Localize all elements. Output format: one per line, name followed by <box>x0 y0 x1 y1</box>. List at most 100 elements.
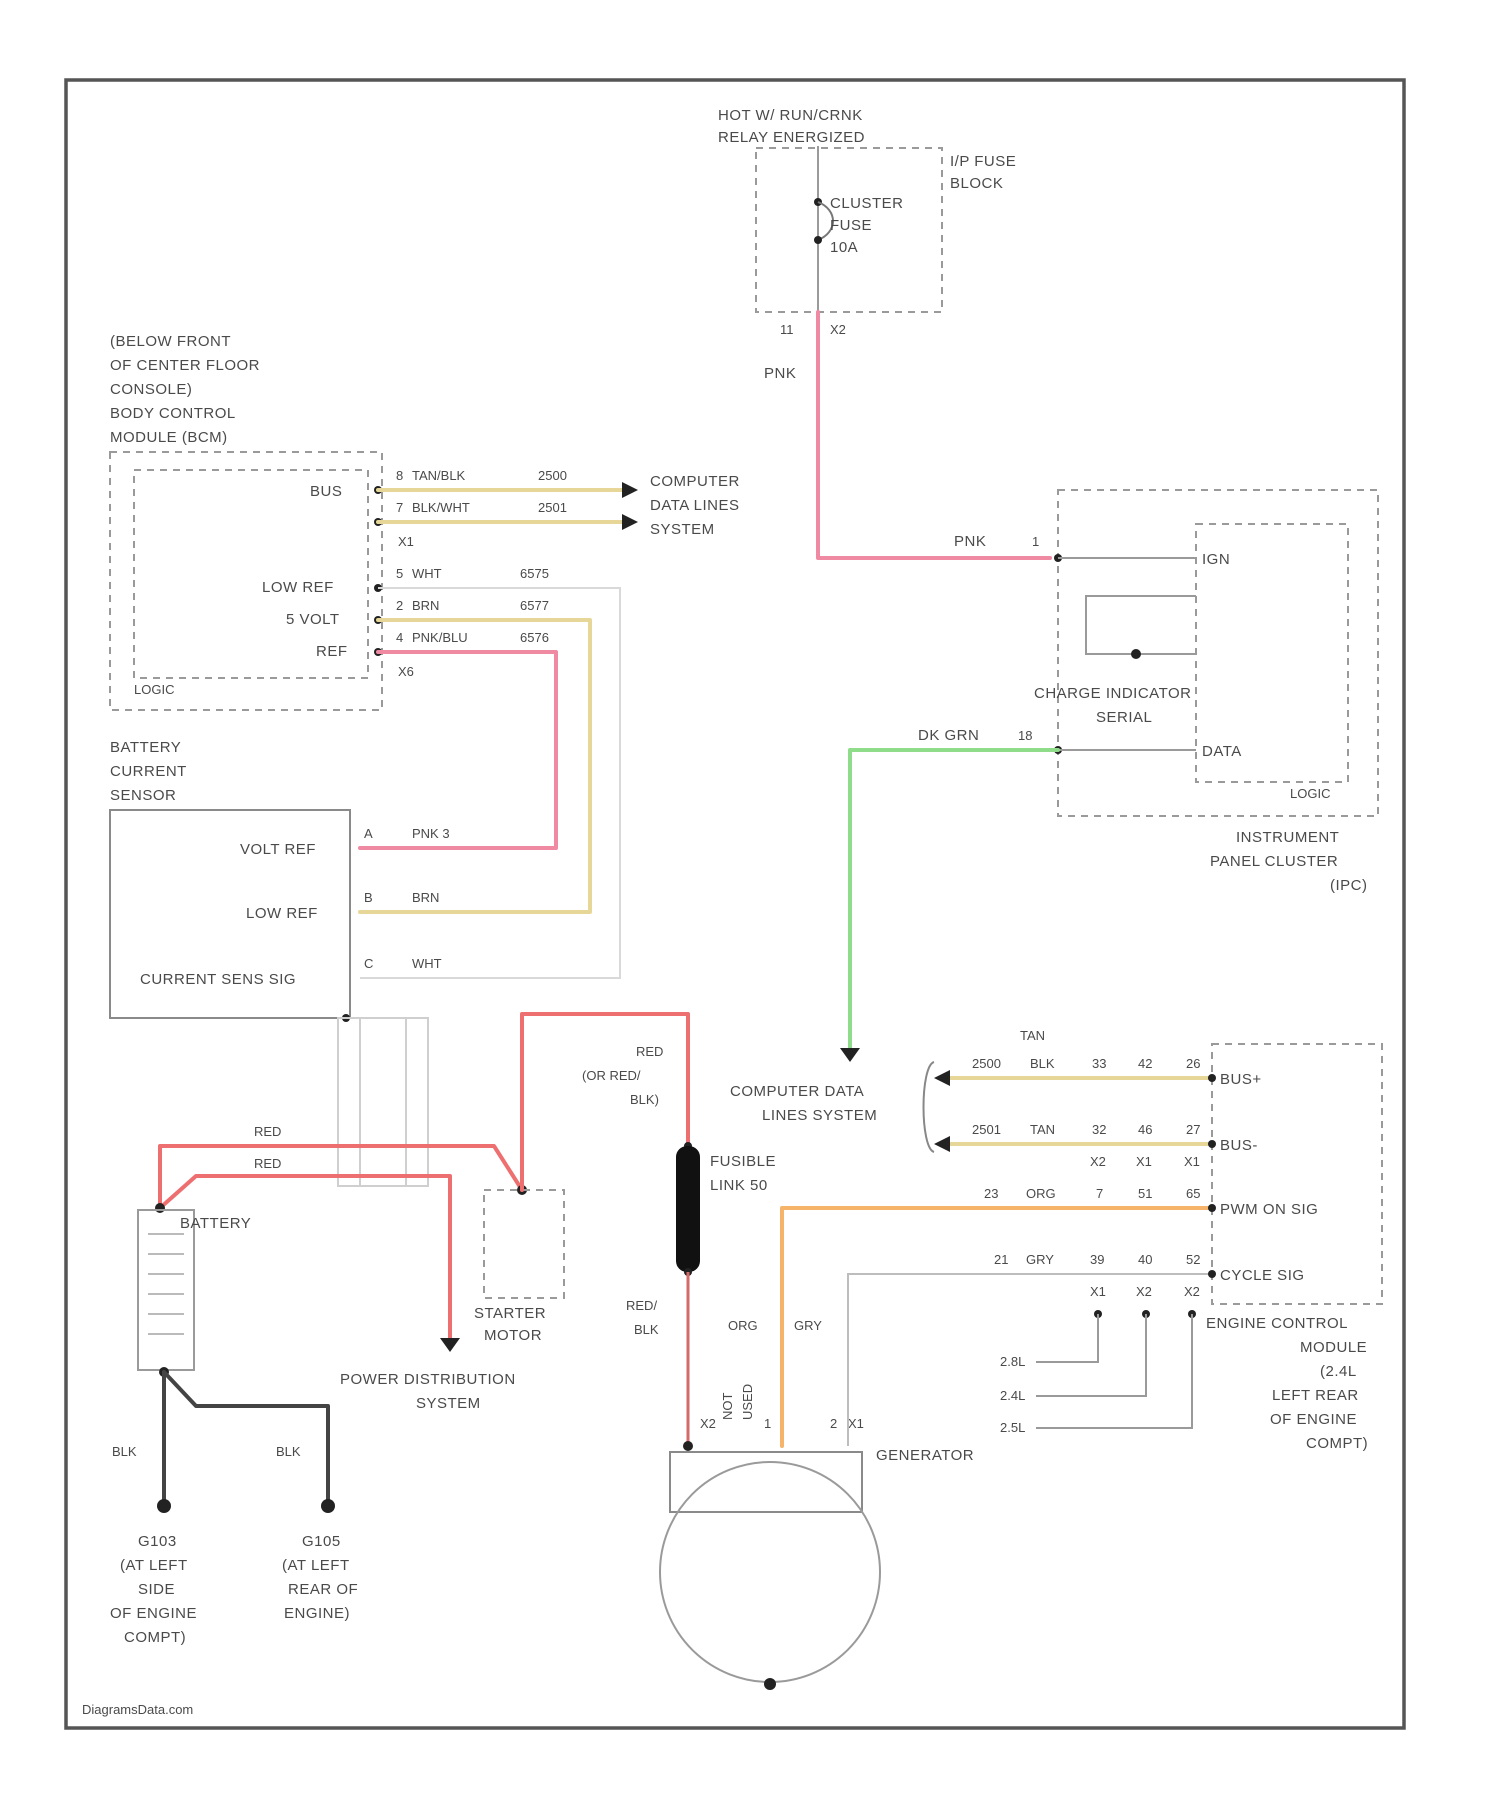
bcm-bus-label: BUS <box>310 483 342 500</box>
sensor-current-sens-label: CURRENT SENS SIG <box>140 971 296 988</box>
watermark: DiagramsData.com <box>82 1702 193 1717</box>
bcm-label-line5: MODULE (BCM) <box>110 429 228 446</box>
computer-data-label-line2: DATA LINES <box>650 497 739 514</box>
bcm-wire3-circuit: 6575 <box>520 566 549 581</box>
ecm-row1-color: BLK <box>1030 1056 1055 1071</box>
wht-sensor-wire <box>360 588 620 978</box>
bcm-wire2-color: BLK/WHT <box>412 500 470 515</box>
generator-pin-x2: X2 <box>700 1416 716 1431</box>
ecm-bus-minus-arrow <box>934 1136 950 1152</box>
ecm-row2-circuit: 2501 <box>972 1122 1001 1137</box>
ecm-row3-name: PWM ON SIG <box>1220 1201 1318 1218</box>
ground-g105-id: G105 <box>302 1533 341 1550</box>
sensor-wire-b-label: BRN <box>412 890 439 905</box>
bcm-wire3-color: WHT <box>412 566 442 581</box>
fusible-label-line2: LINK 50 <box>710 1177 768 1194</box>
ipc-pin-1: 1 <box>1032 534 1039 549</box>
ip-fuse-block-label-line1: I/P FUSE <box>950 153 1016 170</box>
generator-gry-wire-label: GRY <box>794 1318 822 1333</box>
ground-g105-icon <box>321 1499 335 1513</box>
generator-pin-x1: X1 <box>848 1416 864 1431</box>
ecm-connector-bus-plus <box>1208 1074 1216 1082</box>
ecm-connector-cycle <box>1208 1270 1216 1278</box>
fuse-terminal-bottom <box>814 236 822 244</box>
bcm-wire4-color: BRN <box>412 598 439 613</box>
generator-pin-1: 1 <box>764 1416 771 1431</box>
ground-g103-wire-label: BLK <box>112 1444 137 1459</box>
bcm-wire2-circuit: 2501 <box>538 500 567 515</box>
bcm-wire2-pin: 7 <box>396 500 403 515</box>
sensor-wire-a-label: PNK 3 <box>412 826 450 841</box>
red-wire-to-fusible-link <box>522 1014 688 1190</box>
pds-label-line2: SYSTEM <box>416 1395 481 1412</box>
bcm-wire5-color: PNK/BLU <box>412 630 468 645</box>
sensor-label-line1: BATTERY <box>110 739 181 756</box>
sensor-label-line3: SENSOR <box>110 787 176 804</box>
ground-g105-line1: (AT LEFT <box>282 1557 350 1574</box>
ground-g103-line3: OF ENGINE <box>110 1605 197 1622</box>
ipc-label-line1: INSTRUMENT <box>1236 829 1339 846</box>
ground-g103-id: G103 <box>138 1533 177 1550</box>
ecm-conn-mid-b: X1 <box>1136 1154 1152 1169</box>
pnk-wire-label-horizontal: PNK <box>954 533 986 550</box>
fusible-lower-label-2: BLK <box>634 1322 659 1337</box>
ecm-variant-line-2 <box>1036 1314 1146 1396</box>
ecm-row4-circuit: 21 <box>994 1252 1008 1267</box>
ground-g105-line3: ENGINE) <box>284 1605 350 1622</box>
bcm-conn-x6-label: X6 <box>398 664 414 679</box>
ecm-row2-name: BUS- <box>1220 1137 1258 1154</box>
ecm-row1-circuit: 2500 <box>972 1056 1001 1071</box>
ipc-ign-label: IGN <box>1202 551 1230 568</box>
generator-org-wire-label: ORG <box>728 1318 758 1333</box>
generator-pin-2: 2 <box>830 1416 837 1431</box>
ecm-conn-bot-b: X2 <box>1136 1284 1152 1299</box>
ecm-label-line1: ENGINE CONTROL <box>1206 1315 1348 1332</box>
sensor-wire-c-label: WHT <box>412 956 442 971</box>
dkgrn-wire-arrow <box>840 1048 860 1062</box>
bcm-low-ref-label: LOW REF <box>262 579 334 596</box>
ecm-row2-p1: 32 <box>1092 1122 1106 1137</box>
ecm-row3-p3: 65 <box>1186 1186 1200 1201</box>
sensor-pin-c: C <box>364 956 373 971</box>
ecm-data-label-line1: COMPUTER DATA <box>730 1083 864 1100</box>
ecm-row3-p2: 51 <box>1138 1186 1152 1201</box>
ecm-bus-plus-arrow <box>934 1070 950 1086</box>
bcm-wire5-circuit: 6576 <box>520 630 549 645</box>
relay-label-line1: HOT W/ RUN/CRNK <box>718 107 863 124</box>
dkgrn-wire-label: DK GRN <box>918 727 979 744</box>
ground-g103-line2: SIDE <box>138 1581 175 1598</box>
ipc-data-label: DATA <box>1202 743 1242 760</box>
bcm-wire1-color: TAN/BLK <box>412 468 466 483</box>
ecm-row2-color: TAN <box>1030 1122 1055 1137</box>
fusible-upper-label-1: RED <box>636 1044 663 1059</box>
bcm-conn-x1-label: X1 <box>398 534 414 549</box>
computer-data-label-line3: SYSTEM <box>650 521 715 538</box>
ecm-tan-header: TAN <box>1020 1028 1045 1043</box>
ground-wire-g105 <box>164 1372 328 1504</box>
ecm-row4-name: CYCLE SIG <box>1220 1267 1305 1284</box>
ecm-label-line5: OF ENGINE <box>1270 1411 1357 1428</box>
computer-data-label-line1: COMPUTER <box>650 473 740 490</box>
battery-red-wire-2 <box>160 1176 450 1340</box>
ecm-engine-label-3: 2.5L <box>1000 1420 1025 1435</box>
fusible-link-icon <box>676 1146 700 1272</box>
ecm-variant-line-1 <box>1036 1314 1098 1362</box>
bcm-5volt-label: 5 VOLT <box>286 611 340 628</box>
ecm-label-line4: LEFT REAR <box>1272 1387 1359 1404</box>
pnk-wire-to-ipc <box>818 312 1050 558</box>
charge-indicator-lamp-icon <box>1131 649 1141 659</box>
generator-label: GENERATOR <box>876 1447 974 1464</box>
ecm-variant-line-3 <box>1036 1314 1192 1428</box>
bus-arrow-2 <box>622 514 638 530</box>
starter-motor-box <box>484 1190 564 1298</box>
ipc-label-line2: PANEL CLUSTER <box>1210 853 1338 870</box>
ecm-row1-p2: 42 <box>1138 1056 1152 1071</box>
bcm-wire3-pin: 5 <box>396 566 403 581</box>
ecm-row3-circuit: 23 <box>984 1186 998 1201</box>
ecm-row4-p3: 52 <box>1186 1252 1200 1267</box>
fusible-upper-label-3: BLK) <box>630 1092 659 1107</box>
ground-g103-line1: (AT LEFT <box>120 1557 188 1574</box>
charge-indicator-lamp-circuit <box>1086 596 1196 654</box>
bcm-wire5-pin: 4 <box>396 630 403 645</box>
ecm-conn-mid-a: X2 <box>1090 1154 1106 1169</box>
